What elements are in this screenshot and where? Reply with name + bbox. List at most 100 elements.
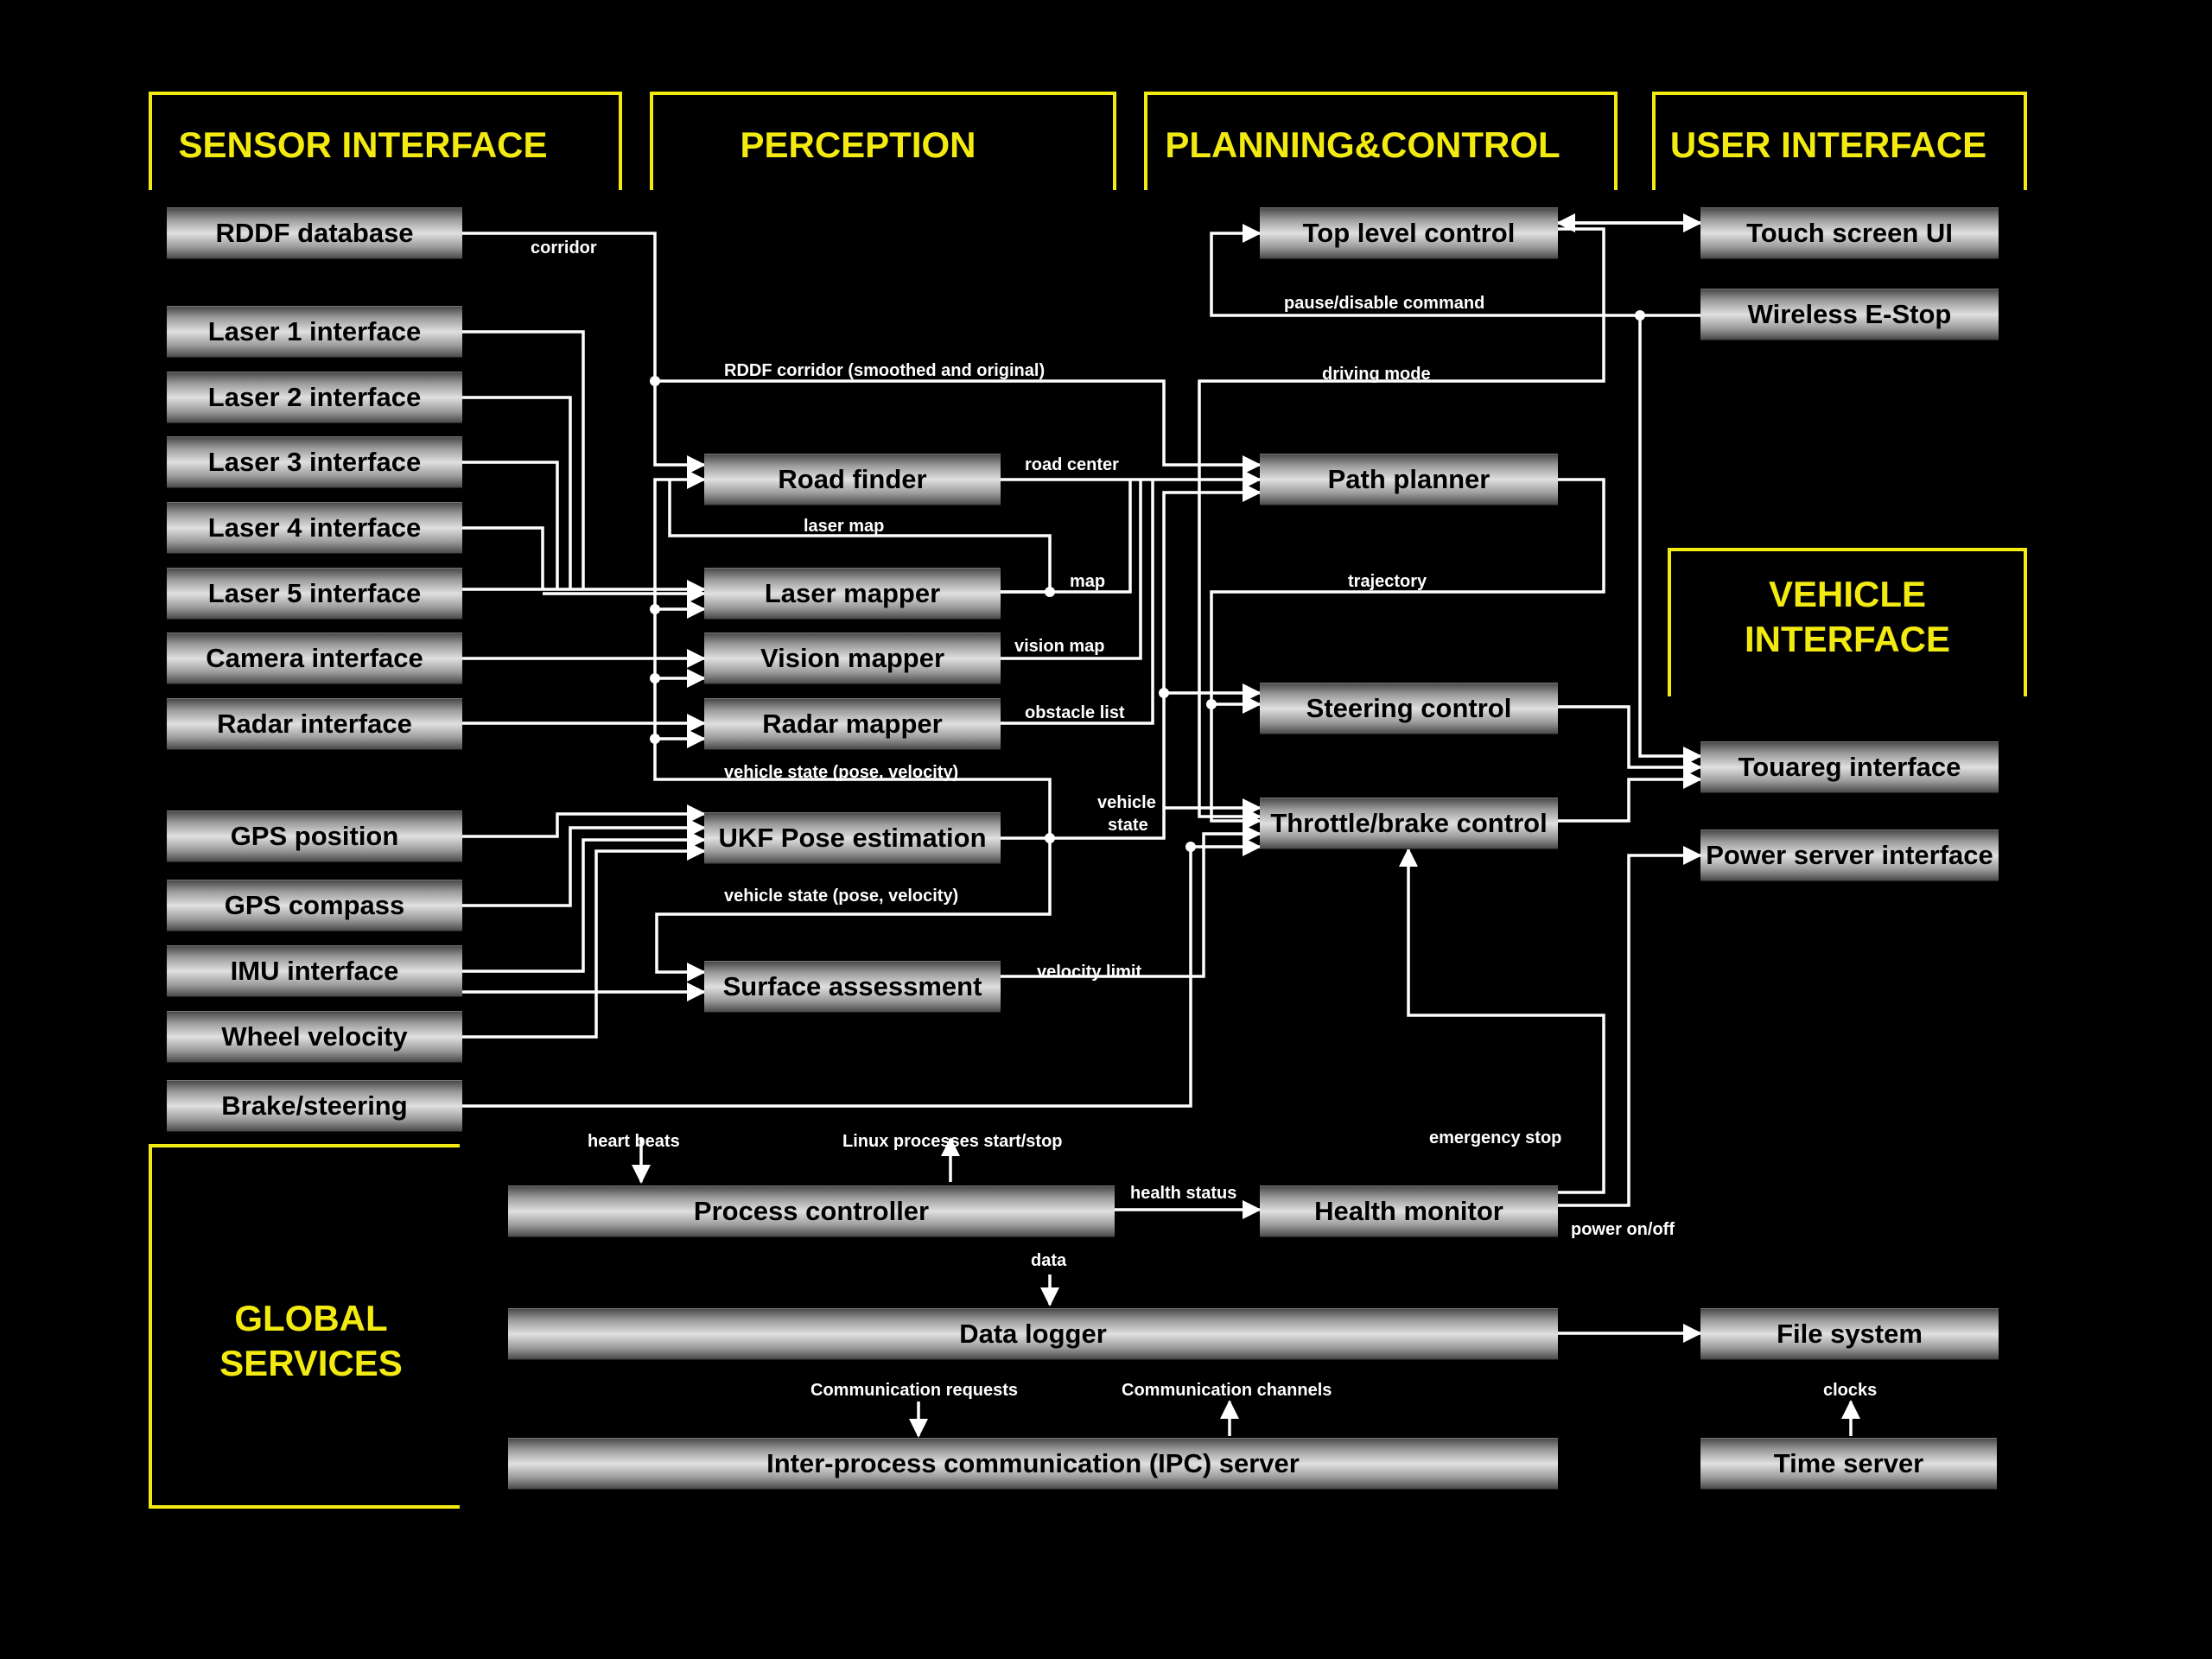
user-interface-title: USER INTERFACE [1669,124,1987,165]
label-rddf-corridor: RDDF corridor (smoothed and original) [724,361,1046,380]
wire-emergency-stop [1399,848,1605,1194]
global-services-title-line1: GLOBAL [234,1298,388,1338]
wire-brake-steering [462,837,1262,1108]
power-server-interface-module: Power server interface [1700,830,1999,881]
laser2-interface-module: Laser 2 interface [167,372,462,423]
label-data: data [1031,1251,1067,1270]
rddf-database-module: RDDF database [167,207,462,259]
label-vehicle-state-short-2: state [1108,816,1148,835]
label-power-onoff: power on/off [1571,1220,1675,1239]
wire-imu [462,830,706,973]
gps-compass-module: GPS compass [167,880,462,931]
sensor-interface-section [149,92,622,190]
label-clocks: clocks [1823,1381,1878,1400]
global-services-title-line2: SERVICES [219,1343,403,1383]
time-server-module: Time server [1700,1438,1997,1490]
junction-dot [1206,699,1217,709]
wire-laser3 [462,461,559,589]
vision-mapper-module: Vision mapper [704,632,1001,684]
wire-trajectory [1210,478,1605,714]
touch-screen-ui-module: Touch screen UI [1700,207,1999,259]
camera-interface-module: Camera interface [167,632,462,684]
process-controller-module: Process controller [508,1185,1115,1237]
wire-map [1001,480,1132,594]
label-health-status: health status [1130,1184,1237,1203]
data-logger-module: Data logger [508,1308,1558,1360]
file-system-module: File system [1700,1308,1999,1360]
junction-dot [650,734,660,744]
laser5-interface-module: Laser 5 interface [167,568,462,620]
ipc-server-module: Inter-process communication (IPC) server [508,1438,1558,1490]
label-obstacle-list: obstacle list [1025,703,1125,722]
wire-estop-touareg [1638,315,1702,766]
wire-laser4 [462,526,544,589]
global-services-section [149,1144,460,1509]
label-vehicle-state-1: vehicle state (pose, velocity) [724,763,959,782]
imu-interface-module: IMU interface [167,945,462,997]
wire-vision-map [1001,480,1142,660]
perception-title: PERCEPTION [740,124,976,165]
touareg-interface-module: Touareg interface [1700,741,1999,793]
label-emergency-stop: emergency stop [1429,1128,1562,1147]
junction-dot [1635,310,1645,321]
wire-laser2 [462,396,572,589]
throttle-brake-control-module: Throttle/brake control [1260,798,1558,849]
wire-ukf-down [655,838,1052,982]
wireless-estop-module: Wireless E-Stop [1700,289,1999,340]
junction-dot [650,376,660,386]
wire-gps-position [462,804,706,838]
vehicle-interface-title-line2: INTERFACE [1744,619,1950,659]
label-comm-requests: Communication requests [810,1381,1019,1400]
surface-assessment-module: Surface assessment [704,961,1001,1013]
perception-section [650,92,1116,190]
gps-position-module: GPS position [167,810,462,862]
junction-dot [650,673,660,683]
wire-steering-touareg [1558,705,1702,777]
wire-trajectory-throttle [1210,704,1262,830]
wire-laser1 [462,330,585,589]
path-planner-module: Path planner [1260,454,1558,505]
wire-rddf-corridor-pathplanner [655,379,1262,474]
brake-steering-module: Brake/steering [167,1080,462,1132]
label-comm-channels: Communication channels [1122,1381,1332,1400]
label-road-center: road center [1025,455,1119,474]
label-driving-mode: driving mode [1322,365,1431,384]
junction-dot [650,604,660,614]
health-monitor-module: Health monitor [1260,1185,1558,1237]
wire-power-onoff [1558,846,1702,1207]
radar-interface-module: Radar interface [167,698,462,750]
ukf-pose-estimation-module: UKF Pose estimation [704,812,1001,864]
user-interface-section [1652,92,2027,190]
wire-pause-disable [1210,224,1700,317]
wheel-velocity-module: Wheel velocity [167,1011,462,1063]
planning-control-title: PLANNING&CONTROL [1165,124,1560,165]
junction-dot [1045,833,1055,843]
label-vehicle-state-short-1: vehicle [1097,793,1156,812]
laser-mapper-module: Laser mapper [704,568,1001,620]
label-vehicle-state-2: vehicle state (pose, velocity) [724,887,959,906]
wire-throttle-touareg [1558,770,1702,823]
laser3-interface-module: Laser 3 interface [167,436,462,488]
top-level-control-module: Top level control [1260,207,1558,259]
road-finder-module: Road finder [704,454,1001,505]
junction-dot [1185,842,1196,852]
wire-gps-compass [462,818,706,907]
junction-dot [1045,587,1055,597]
label-vision-map: vision map [1014,637,1105,656]
wire-wheel [462,842,706,1039]
label-velocity-limit: velocity limit [1037,963,1142,982]
wire-vehicle-state-bus [653,470,1052,838]
label-heart-beats: heart beats [588,1132,680,1151]
label-pause-disable: pause/disable command [1284,294,1485,313]
label-linux-processes: Linux processes start/stop [842,1132,1063,1151]
laser1-interface-module: Laser 1 interface [167,306,462,358]
steering-control-module: Steering control [1260,683,1558,734]
wire-rddf-roadfinder [462,232,706,474]
wire-velocity-limit [1001,824,1262,978]
laser4-interface-module: Laser 4 interface [167,502,462,554]
radar-mapper-module: Radar mapper [704,698,1001,750]
planning-control-section [1144,92,1618,190]
label-trajectory: trajectory [1348,572,1427,591]
vehicle-interface-section [1668,548,2027,696]
